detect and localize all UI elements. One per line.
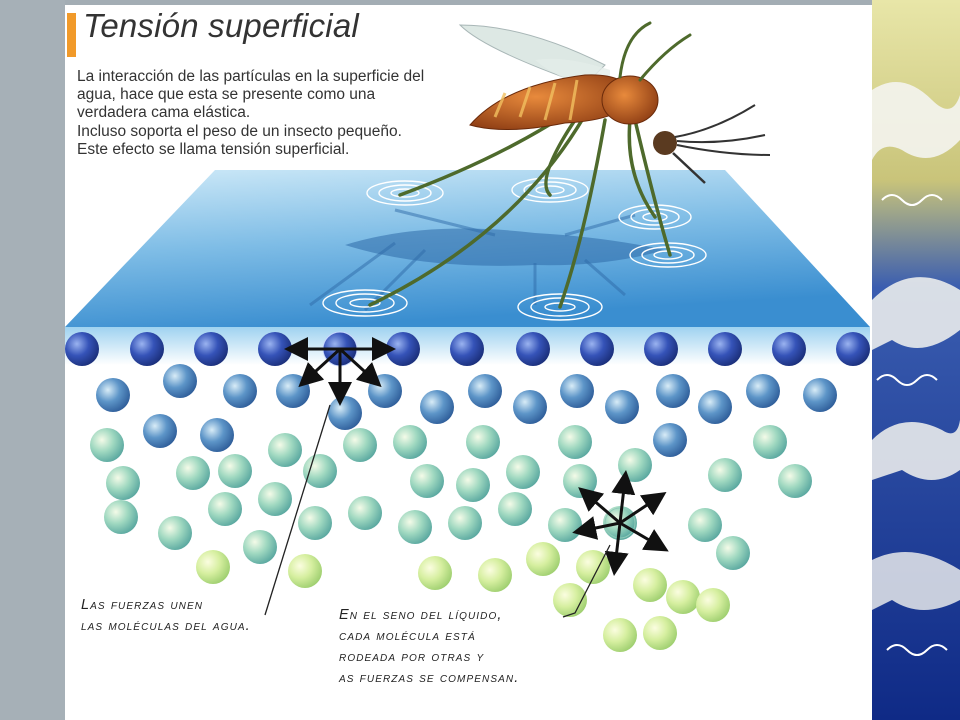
caption-line: rodeada por otras y bbox=[339, 649, 485, 665]
surface-molecule-forces bbox=[284, 331, 396, 406]
diagram-panel: Tensión superficial La interacción de la… bbox=[65, 5, 872, 720]
caption-line: Las fuerzas unen bbox=[81, 597, 204, 613]
leader-line-left bbox=[264, 404, 331, 616]
title-accent-bar bbox=[67, 13, 76, 57]
caption-line: En el seno del líquido, bbox=[339, 607, 503, 623]
caption-line: cada molécula está bbox=[339, 628, 476, 644]
intro-line: Incluso soporta el peso de un insecto pe… bbox=[77, 122, 402, 140]
mosquito-shadow bbox=[345, 228, 665, 266]
caption-left: Las fuerzas unen las moléculas del agua. bbox=[81, 595, 251, 637]
intro-line: Este efecto se llama tensión superficial… bbox=[77, 140, 350, 158]
wave-pattern bbox=[872, 0, 960, 720]
intro-line: La interacción de las partículas en la s… bbox=[77, 68, 425, 85]
caption-right: En el seno del líquido, cada molécula es… bbox=[339, 605, 519, 689]
wave-decoration bbox=[872, 0, 960, 720]
intro-text: La interacción de las partículas en la s… bbox=[77, 68, 424, 159]
intro-line: agua, hace que esta se presente como una bbox=[77, 86, 376, 104]
force-arrow-icon bbox=[284, 337, 396, 406]
deep-molecule-forces bbox=[572, 470, 669, 576]
deep-molecules bbox=[90, 364, 837, 652]
caption-line: las moléculas del agua. bbox=[81, 618, 251, 634]
intro-line: verdadera cama elástica. bbox=[77, 104, 251, 122]
caption-line: as fuerzas se compensan. bbox=[339, 670, 520, 686]
left-background-band bbox=[0, 0, 65, 720]
force-arrow-icon bbox=[572, 470, 669, 576]
diagram-graphic bbox=[65, 21, 870, 652]
page-title: Tensión superficial bbox=[83, 7, 359, 44]
leader-line-right bbox=[562, 544, 611, 618]
mosquito-illustration bbox=[368, 21, 771, 309]
